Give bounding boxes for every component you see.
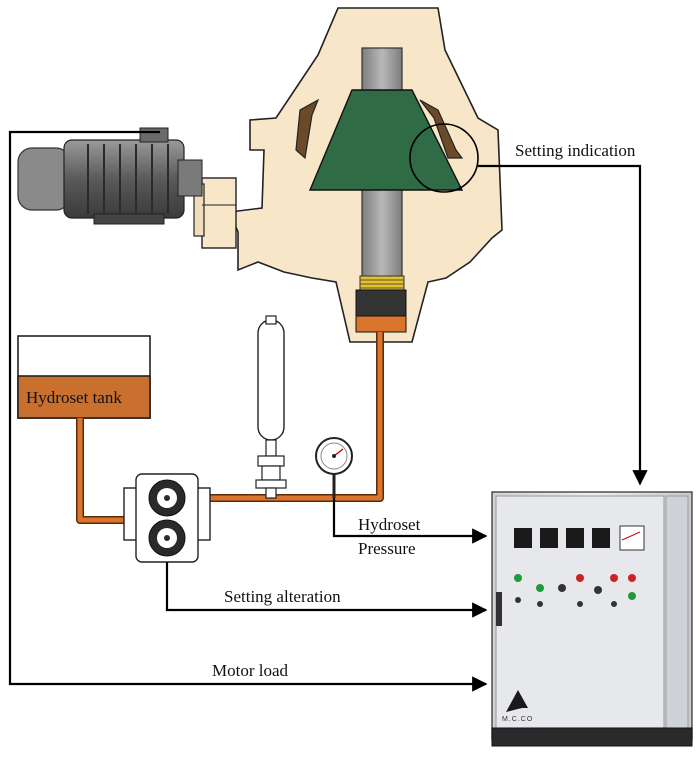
electric-motor-icon <box>17 127 203 225</box>
motor-load-label: Motor load <box>212 661 289 680</box>
hydroset-tank-label: Hydroset tank <box>26 388 122 407</box>
control-cabinet-icon <box>491 491 693 747</box>
drive-housing <box>201 177 237 249</box>
motor-load-line <box>8 130 488 692</box>
hydroset-pressure-line <box>332 498 488 544</box>
concave-left <box>295 98 320 160</box>
accumulator-icon <box>255 315 287 499</box>
setting-indication-line <box>478 164 648 486</box>
gear-pump-icon <box>123 473 211 563</box>
setting-indication-label: Setting indication <box>515 141 636 160</box>
setting-alteration-line <box>165 562 488 618</box>
hydroset-pressure-label-line2: Pressure <box>358 539 416 558</box>
hydraulic-oil-chamber <box>355 315 407 333</box>
setting-indication-circle <box>409 123 479 193</box>
hydraulic-piston <box>355 289 407 317</box>
mantle <box>308 89 464 191</box>
cone-crusher <box>193 7 503 343</box>
setting-alteration-label: Setting alteration <box>224 587 341 606</box>
signal-lines <box>8 130 648 692</box>
oil-pipes <box>76 332 384 524</box>
hydroset-pressure-label-line1: Hydroset <box>358 515 421 534</box>
concave-right <box>419 99 464 159</box>
cabinet-brand-label: M.C.CO <box>502 716 534 723</box>
thread <box>359 275 405 291</box>
cabinet-logo <box>506 690 528 712</box>
pressure-gauge-icon <box>315 437 353 498</box>
